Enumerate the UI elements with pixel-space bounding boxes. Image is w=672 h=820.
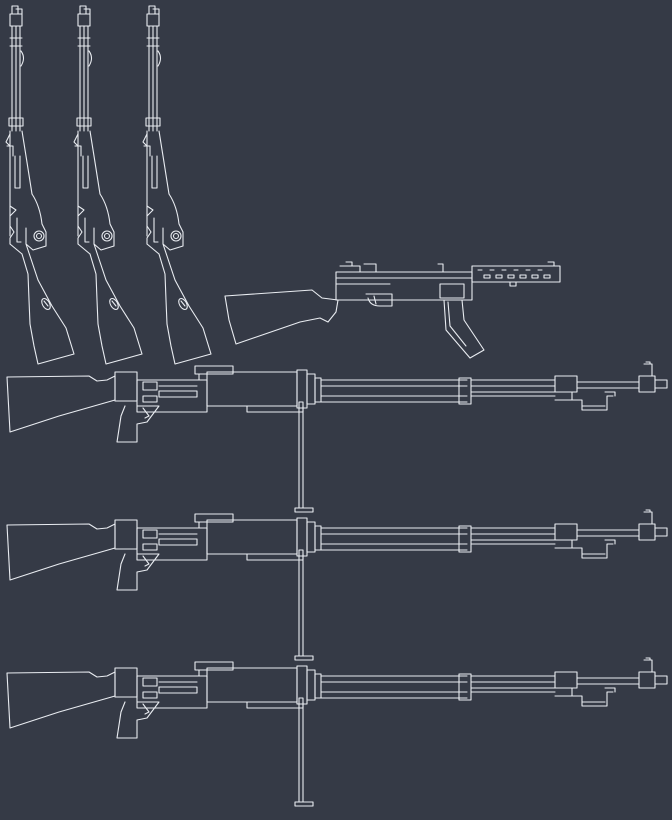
rifle-1: [5, 5, 75, 365]
light-machine-gun-1: [6, 361, 668, 513]
rifle-2: [73, 5, 143, 365]
light-machine-gun-3: [6, 657, 668, 807]
light-machine-gun-2: [6, 509, 668, 661]
submachine-gun: [224, 261, 561, 359]
rifle-3: [142, 5, 212, 365]
